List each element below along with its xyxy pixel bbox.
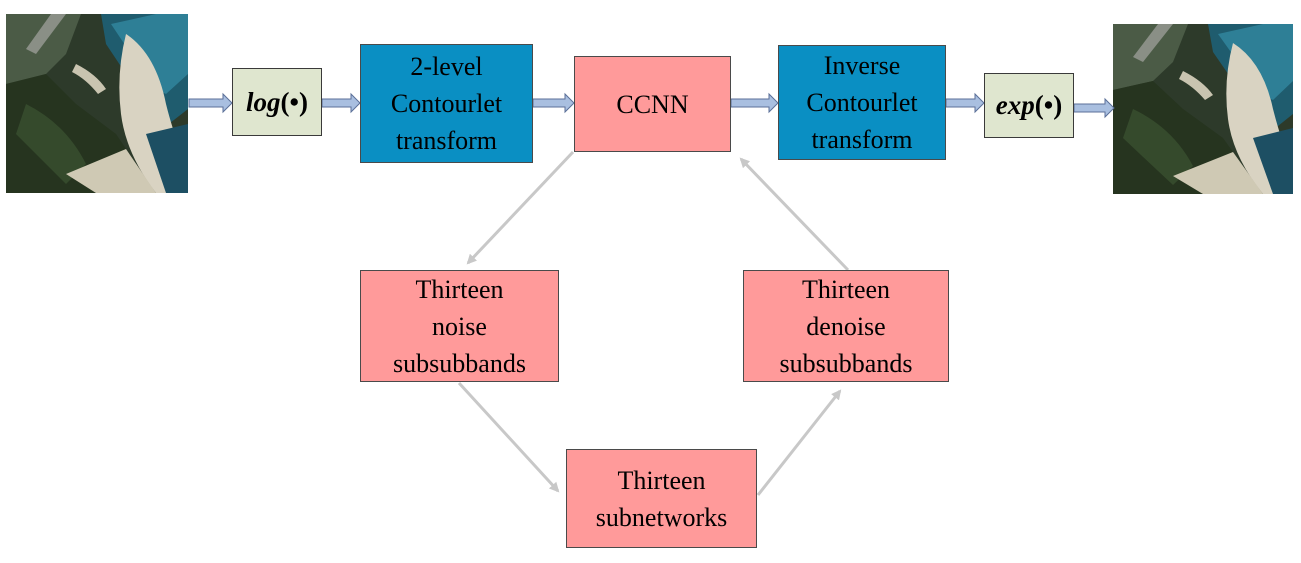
exp-function-argument: (•)	[1034, 90, 1063, 120]
input-satellite-image	[6, 14, 188, 193]
arrow-exp-to-image	[1073, 97, 1115, 119]
noise-line-3: subsubbands	[393, 348, 526, 378]
loop-arrows	[457, 150, 850, 496]
arrow-subnetworks-to-denoise	[756, 389, 842, 496]
denoise-line-3: subsubbands	[779, 348, 913, 378]
contourlet-transform-box: 2-level Contourlet transform	[360, 44, 533, 163]
contourlet-line-1: 2-level	[410, 52, 483, 81]
inverse-line-3: transform	[811, 125, 913, 154]
inverse-line-1: Inverse	[823, 51, 901, 80]
denoise-line-1: Thirteen	[801, 274, 891, 304]
arrow-image-to-log	[188, 92, 233, 114]
output-image-picture	[1113, 24, 1293, 194]
arrow-contourlet-to-ccnn	[532, 92, 575, 114]
arrow-ccnn-to-noise	[466, 150, 575, 265]
subnetworks-line-1: Thirteen	[617, 465, 706, 495]
inverse-line-2: Contourlet	[806, 88, 918, 117]
arrow-ccnn-to-inverse	[730, 92, 779, 114]
arrow-denoise-to-ccnn	[739, 157, 850, 272]
exp-operator-label: exp(•)	[996, 87, 1062, 124]
contourlet-line-3: transform	[395, 126, 498, 155]
exp-function-name: exp	[995, 90, 1035, 120]
exp-operator-box: exp(•)	[984, 73, 1074, 138]
inverse-contourlet-box: Inverse Contourlet transform	[778, 45, 946, 160]
input-image-picture	[6, 14, 188, 193]
flow-arrows	[188, 92, 1115, 119]
subnetworks-box: Thirteen subnetworks	[566, 449, 757, 548]
noise-subsubbands-box: Thirteen noise subsubbands	[360, 270, 559, 382]
log-function-argument: (•)	[280, 86, 308, 117]
output-satellite-image	[1113, 24, 1293, 194]
log-operator-label: log(•)	[246, 84, 308, 121]
subnetworks-line-2: subnetworks	[595, 502, 728, 532]
contourlet-line-2: Contourlet	[390, 89, 503, 118]
arrow-noise-to-subnetworks	[457, 381, 560, 493]
denoise-line-2: denoise	[806, 311, 886, 341]
arrow-inverse-to-exp	[945, 92, 985, 114]
arrow-log-to-contourlet	[321, 92, 361, 114]
noise-line-2: noise	[432, 311, 487, 341]
log-function-name: log	[246, 86, 281, 117]
noise-line-1: Thirteen	[415, 274, 504, 304]
ccnn-box: CCNN	[574, 56, 731, 152]
denoise-subsubbands-box: Thirteen denoise subsubbands	[743, 270, 949, 382]
log-operator-box: log(•)	[232, 68, 322, 136]
ccnn-label: CCNN	[616, 89, 689, 119]
